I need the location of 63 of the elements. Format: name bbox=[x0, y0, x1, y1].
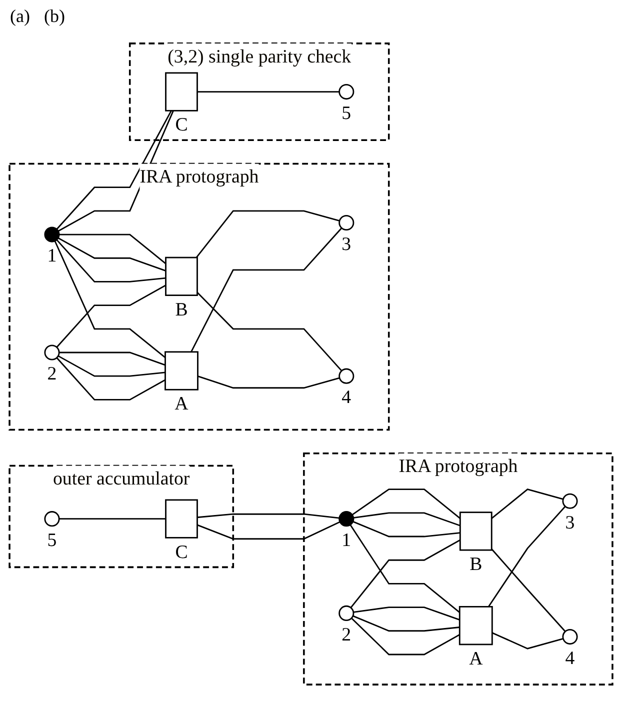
connector bbox=[196, 210, 340, 258]
panel-label: (a) bbox=[10, 6, 30, 26]
node-label: 2 bbox=[47, 364, 57, 384]
node-box bbox=[458, 606, 493, 646]
connector bbox=[58, 237, 166, 272]
node-label: 3 bbox=[342, 234, 352, 255]
connector bbox=[198, 376, 340, 389]
node-circle bbox=[44, 511, 60, 527]
panel-label: (b) bbox=[44, 6, 65, 26]
node-label: 5 bbox=[342, 104, 352, 124]
connector bbox=[350, 539, 460, 608]
node-label: B bbox=[175, 300, 188, 320]
connector bbox=[491, 488, 564, 519]
node-label: A bbox=[174, 394, 188, 414]
node-label: C bbox=[175, 115, 188, 136]
node-box bbox=[164, 351, 198, 390]
connector bbox=[352, 488, 461, 519]
node-label: 2 bbox=[342, 625, 352, 646]
node-circle bbox=[338, 368, 354, 384]
node-circle bbox=[562, 629, 578, 645]
node-circle bbox=[44, 344, 60, 360]
connector bbox=[59, 234, 166, 264]
node-label: A bbox=[469, 649, 483, 670]
node-circle bbox=[338, 511, 354, 527]
node-label: 1 bbox=[47, 246, 57, 266]
connector bbox=[492, 632, 564, 650]
node-label: 1 bbox=[342, 530, 352, 551]
connector bbox=[352, 520, 460, 538]
connector bbox=[196, 521, 340, 540]
connector bbox=[353, 606, 460, 620]
connector bbox=[196, 292, 342, 372]
node-box bbox=[165, 72, 198, 112]
connector bbox=[350, 524, 460, 613]
node-circle bbox=[338, 605, 354, 621]
node-circle bbox=[562, 493, 578, 509]
connector bbox=[56, 284, 166, 348]
connector bbox=[58, 355, 166, 377]
node-label: 4 bbox=[565, 648, 575, 669]
connector bbox=[56, 239, 166, 282]
connector bbox=[59, 352, 166, 366]
connector bbox=[197, 91, 340, 92]
node-circle bbox=[338, 84, 354, 100]
node-circle bbox=[44, 226, 60, 242]
protograph-diagram: 2 A 3 1 B 4 5 C 2 A 3 1 B 4 C 5 (3,2) single parity check IRA protograph outer accumulator IRA protograph bbox=[0, 34, 622, 694]
node-label: 4 bbox=[342, 388, 352, 408]
node-circle bbox=[338, 214, 354, 231]
connector bbox=[488, 506, 566, 608]
connector bbox=[491, 548, 566, 632]
node-box bbox=[165, 256, 198, 296]
node-label: B bbox=[470, 554, 482, 575]
connector bbox=[352, 615, 460, 632]
connector bbox=[59, 518, 166, 520]
node-box bbox=[459, 512, 492, 551]
connector bbox=[54, 240, 166, 358]
node-label: C bbox=[175, 542, 188, 562]
connector bbox=[56, 357, 166, 400]
node-label: 3 bbox=[565, 512, 575, 533]
connector bbox=[190, 228, 342, 352]
node-label: 5 bbox=[47, 530, 57, 551]
connector bbox=[353, 512, 460, 526]
connector bbox=[197, 513, 340, 519]
connector bbox=[350, 618, 460, 656]
node-box bbox=[165, 499, 198, 538]
